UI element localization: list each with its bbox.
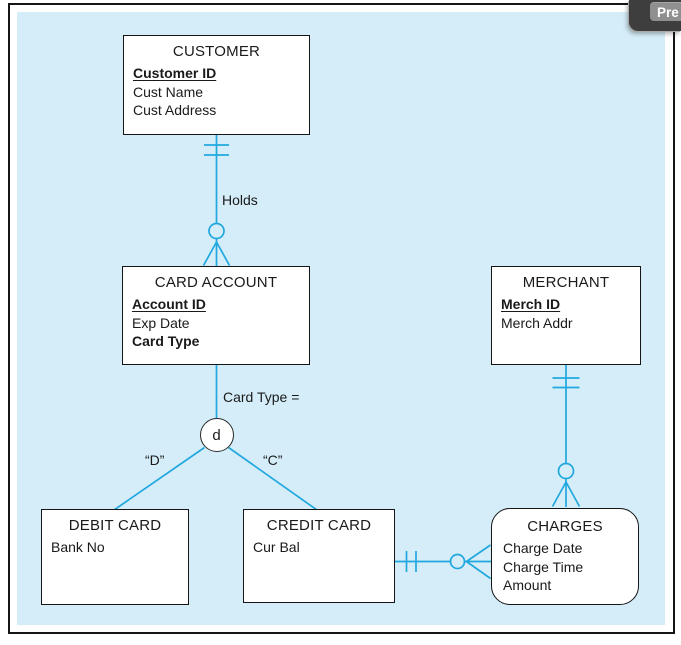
relationship-credit-charges: [395, 544, 491, 580]
entity-customer: CUSTOMER Customer ID Cust Name Cust Addr…: [123, 35, 310, 135]
prev-button-label: Pre: [657, 5, 679, 20]
attribute-primary-key: Customer ID: [133, 65, 217, 81]
attribute-discriminator: Card Type: [132, 333, 200, 349]
entity-attributes: Account ID Exp Date Card Type: [123, 291, 309, 351]
cardinality-many-optional-crowsfoot: [449, 544, 491, 580]
entity-title: MERCHANT: [522, 274, 610, 291]
attribute: Cust Address: [133, 102, 217, 118]
attribute: Charge Time: [503, 558, 584, 575]
entity-title: CHARGES: [527, 518, 603, 535]
overlay-tab: Pre: [629, 0, 681, 31]
attribute-primary-key: Account ID: [132, 296, 206, 312]
subtype-circle-letter: d: [212, 426, 221, 444]
entity-merchant: MERCHANT Merch ID Merch Addr: [491, 266, 641, 365]
attribute: Bank No: [51, 539, 105, 555]
cardinality-many-optional-crowsfoot: [202, 222, 231, 266]
attribute: Charge Date: [503, 540, 583, 556]
entity-attributes: Cur Bal: [244, 534, 394, 557]
attribute: Merch Addr: [501, 314, 573, 331]
cardinality-one-mandatory-ticks: [204, 144, 229, 156]
entity-attributes: Customer ID Cust Name Cust Address: [124, 60, 309, 120]
cardinality-one-mandatory-ticks: [552, 377, 580, 389]
relationship-label-holds: Holds: [222, 192, 258, 208]
entity-title: CARD ACCOUNT: [154, 274, 278, 291]
subtype-branch: [113, 365, 318, 511]
entity-credit-card: CREDIT CARD Cur Bal: [243, 509, 395, 603]
relationship-merchant-charges: [551, 365, 581, 507]
entity-attributes: Bank No: [42, 534, 188, 557]
attribute: Cur Bal: [253, 539, 300, 555]
discriminator-value-credit: “C”: [263, 452, 283, 468]
discriminator-value-debit: “D”: [145, 452, 165, 468]
entity-debit-card: DEBIT CARD Bank No: [41, 509, 189, 605]
entity-attributes: Merch ID Merch Addr: [492, 291, 640, 332]
entity-title: CREDIT CARD: [266, 517, 372, 534]
entity-card-account: CARD ACCOUNT Account ID Exp Date Card Ty…: [122, 266, 310, 365]
entity-charges: CHARGES Charge Date Charge Time Amount: [491, 508, 639, 605]
subtype-rule-label: Card Type =: [223, 389, 300, 405]
cardinality-many-optional-crowsfoot: [551, 462, 581, 507]
subtype-disjoint-circle: d: [199, 418, 234, 452]
entity-attributes: Charge Date Charge Time Amount: [492, 535, 638, 595]
cardinality-one-mandatory-ticks: [405, 551, 417, 572]
prev-button[interactable]: Pre: [650, 2, 681, 21]
entity-title: CUSTOMER: [172, 43, 261, 60]
attribute: Cust Name: [133, 83, 204, 100]
relationship-holds: [202, 135, 231, 266]
attribute: Amount: [503, 577, 552, 593]
entity-title: DEBIT CARD: [68, 517, 162, 534]
attribute: Exp Date: [132, 314, 190, 331]
attribute-primary-key: Merch ID: [501, 296, 561, 312]
